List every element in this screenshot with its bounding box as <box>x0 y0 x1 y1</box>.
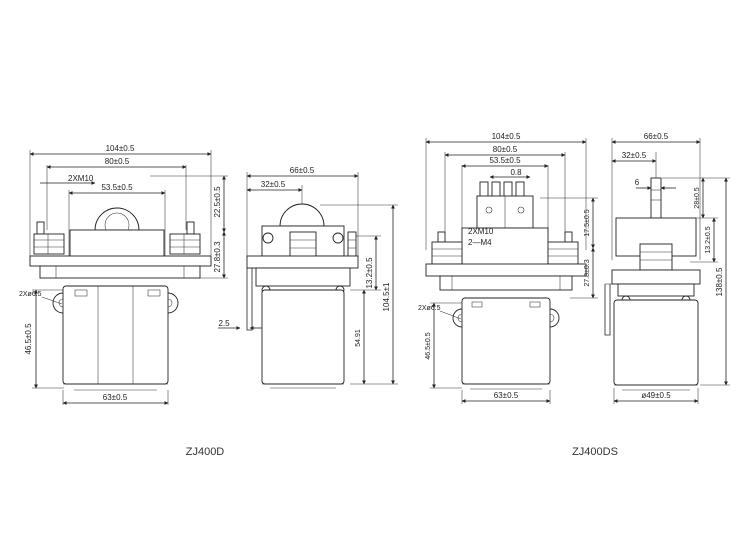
caption-right-model: ZJ400DS <box>572 446 618 458</box>
rs-width-overall: 66±0.5 <box>644 132 669 141</box>
side-bracket-thickness: 2.5 <box>218 319 230 328</box>
dim-terminal-thread: 2XM10 <box>68 174 94 183</box>
rs-terminal-height: 13.2±0.5 <box>705 226 712 253</box>
side-width-overall: 66±0.5 <box>290 166 315 175</box>
rf-flange-height: 27.8±0.3 <box>584 259 591 286</box>
dim-flange-height: 27.8±0.3 <box>213 241 222 273</box>
caption-left-model: ZJ400D <box>186 446 225 458</box>
dim-width-mount: 53.5±0.5 <box>101 183 133 192</box>
rs-body-diameter: ø49±0.5 <box>641 391 671 400</box>
rf-terminal-thread: 2XM10 <box>468 227 494 236</box>
rs-total-height: 138±0.5 <box>715 267 724 296</box>
side-body-height: 54.91 <box>355 329 362 347</box>
rf-aux-pitch: 0.8 <box>510 168 522 177</box>
dim-dome-height: 22.5±0.5 <box>213 186 222 218</box>
dim-hole-callout: 2Xø6.5 <box>19 291 42 298</box>
left-side-view: 66±0.5 32±0.5 2.5 13.2±0.5 54.91 104.5±1 <box>218 166 398 389</box>
rf-width-terminals: 80±0.5 <box>493 145 518 154</box>
rf-hole-callout: 2Xø6.5 <box>418 305 441 312</box>
left-front-view: 104±0.5 80±0.5 2XM10 53.5±0.5 2Xø6.5 46.… <box>19 144 228 405</box>
rs-offset: 32±0.5 <box>622 151 647 160</box>
rs-stud-width: 6 <box>635 178 640 187</box>
right-front-view: 104±0.5 80±0.5 53.5±0.5 0.8 2XM10 2—M4 2… <box>418 132 598 404</box>
side-total-height: 104.5±1 <box>382 282 391 311</box>
rf-width-mount: 53.5±0.5 <box>489 156 521 165</box>
rf-aux-thread: 2—M4 <box>468 238 492 247</box>
side-terminal-height: 13.2±0.5 <box>365 257 374 289</box>
rf-width-overall: 104±0.5 <box>492 132 521 141</box>
dim-height-body: 46.5±0.5 <box>24 323 33 355</box>
rf-aux-height: 17.5±0.5 <box>584 209 591 236</box>
rf-body-diameter: 63±0.5 <box>494 391 519 400</box>
side-offset: 32±0.5 <box>261 180 286 189</box>
dim-width-terminals: 80±0.5 <box>105 157 130 166</box>
dim-body-diameter: 63±0.5 <box>103 393 128 402</box>
rf-height-body: 46.5±0.5 <box>425 332 432 359</box>
rs-stud-height: 28±0.5 <box>694 187 701 208</box>
dim-width-overall: 104±0.5 <box>106 144 135 153</box>
right-side-view: 66±0.5 32±0.5 6 28±0.5 13.2±0.5 138±0.5 … <box>604 132 730 404</box>
